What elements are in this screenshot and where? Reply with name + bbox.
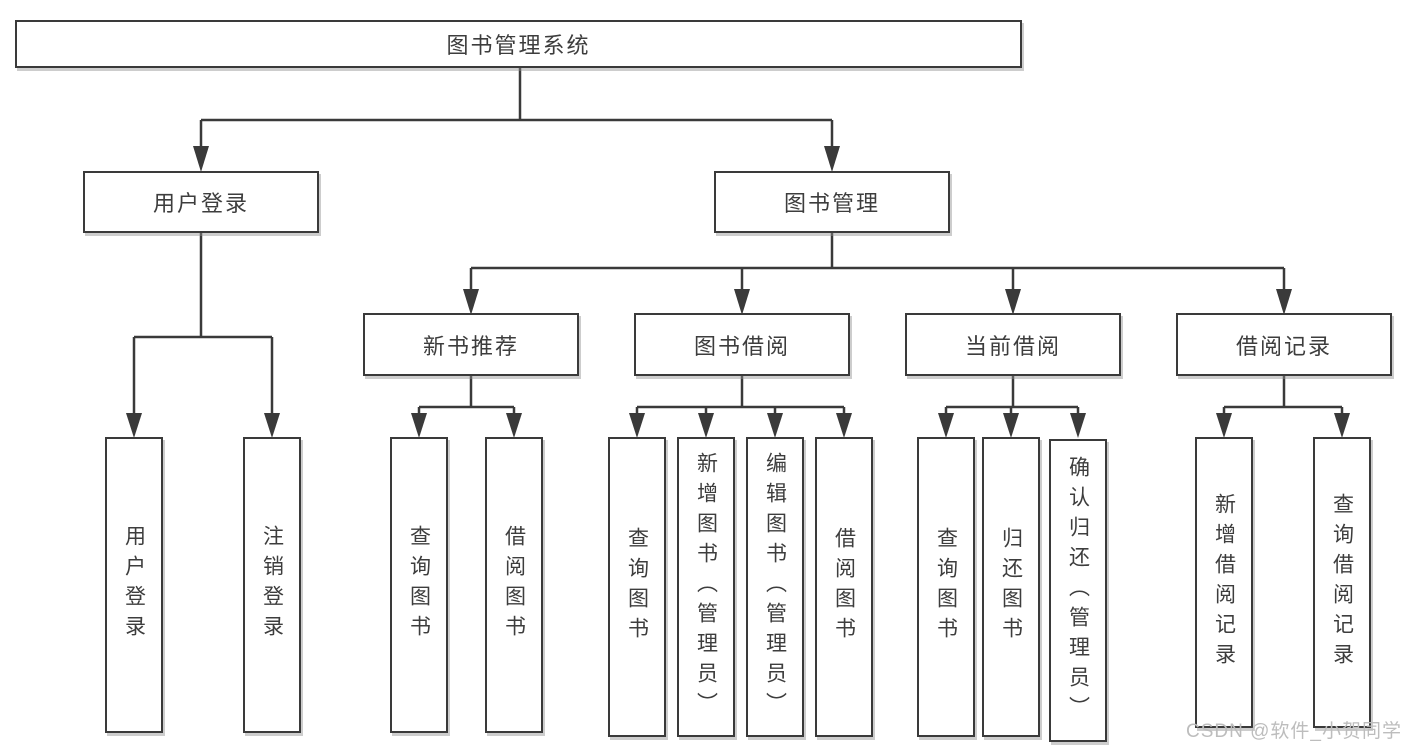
leaf-bb-add-book-admin: 新增图书（管理员） xyxy=(677,437,735,737)
node-current-borrow: 当前借阅 xyxy=(905,313,1121,376)
node-label: 注销登录 xyxy=(260,525,284,645)
node-label: 图书管理 xyxy=(783,191,880,216)
csdn-watermark: CSDN @软件_小贺同学 xyxy=(1186,721,1402,742)
leaf-br-add-record: 新增借阅记录 xyxy=(1195,437,1253,728)
node-root-library-system: 图书管理系统 xyxy=(15,20,1022,68)
leaf-user-login: 用户登录 xyxy=(105,437,163,733)
node-label: 查询图书 xyxy=(625,527,649,647)
node-label: 用户登录 xyxy=(152,191,249,216)
node-label: 借阅图书 xyxy=(832,527,856,647)
node-book-management: 图书管理 xyxy=(714,171,950,233)
node-label: 查询借阅记录 xyxy=(1330,492,1354,673)
leaf-nb-query-book: 查询图书 xyxy=(390,437,448,733)
arrowheads xyxy=(126,146,1350,438)
node-label: 编辑图书（管理员） xyxy=(763,452,787,722)
node-borrow-records: 借阅记录 xyxy=(1176,313,1392,376)
leaf-cb-return-book: 归还图书 xyxy=(982,437,1040,737)
node-new-book-recommend: 新书推荐 xyxy=(363,313,579,376)
node-label: 确认归还（管理员） xyxy=(1066,455,1090,726)
node-label: 当前借阅 xyxy=(964,333,1061,359)
node-label: 新增图书（管理员） xyxy=(694,452,718,722)
leaf-nb-borrow-book: 借阅图书 xyxy=(485,437,543,733)
node-label: 新增借阅记录 xyxy=(1212,492,1236,673)
node-label: 图书管理系统 xyxy=(446,33,591,58)
leaf-logout: 注销登录 xyxy=(243,437,301,733)
leaf-bb-query-book: 查询图书 xyxy=(608,437,666,737)
node-label: 查询图书 xyxy=(934,527,958,647)
leaf-cb-confirm-return-admin: 确认归还（管理员） xyxy=(1049,439,1107,742)
leaf-bb-borrow-book: 借阅图书 xyxy=(815,437,873,737)
node-label: 新书推荐 xyxy=(422,333,519,359)
node-label: 借阅图书 xyxy=(502,525,526,645)
leaf-br-query-record: 查询借阅记录 xyxy=(1313,437,1371,728)
node-label: 用户登录 xyxy=(122,525,146,645)
node-label: 借阅记录 xyxy=(1235,333,1332,359)
node-user-login: 用户登录 xyxy=(83,171,319,233)
node-label: 查询图书 xyxy=(407,525,431,645)
leaf-cb-query-book: 查询图书 xyxy=(917,437,975,737)
node-label: 图书借阅 xyxy=(693,333,790,359)
node-book-borrow: 图书借阅 xyxy=(634,313,850,376)
leaf-bb-edit-book-admin: 编辑图书（管理员） xyxy=(746,437,804,737)
node-label: 归还图书 xyxy=(999,527,1023,647)
